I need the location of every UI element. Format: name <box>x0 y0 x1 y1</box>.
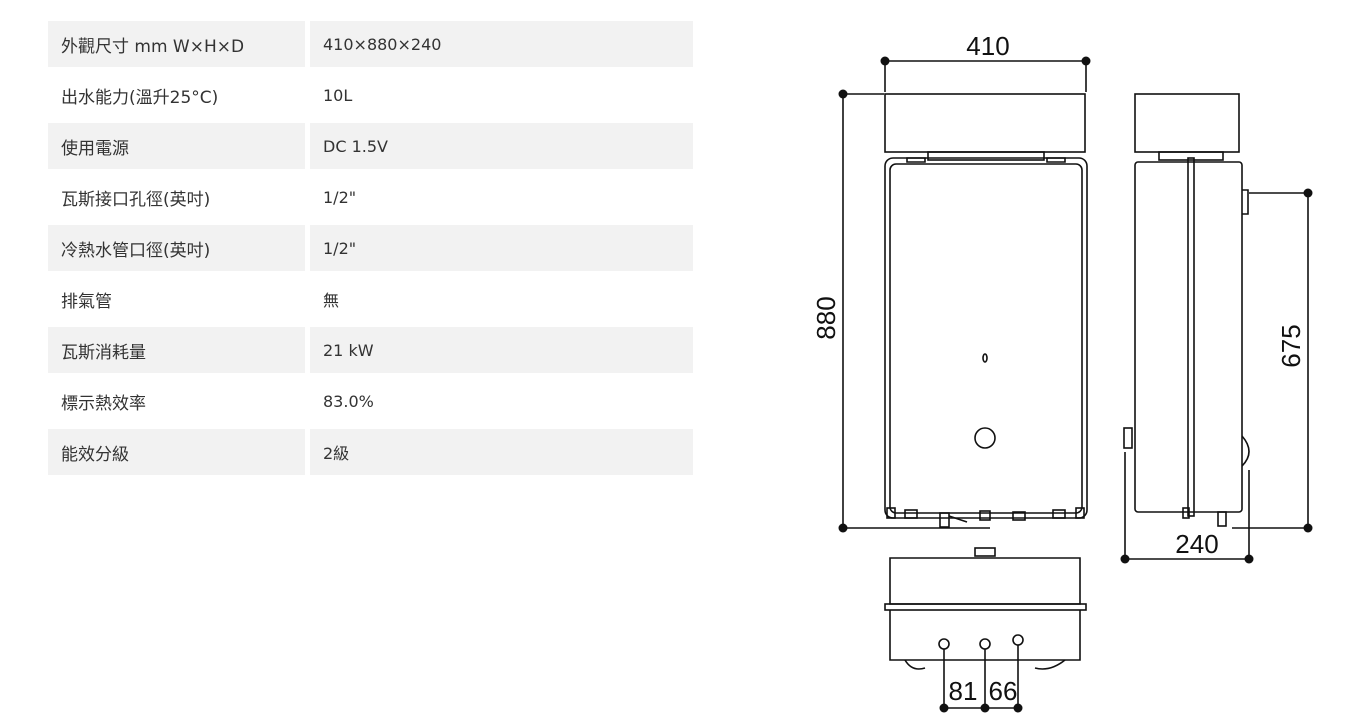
spec-value: 2級 <box>310 429 693 475</box>
spec-label: 能效分級 <box>48 429 305 475</box>
spec-row: 能效分級 2級 <box>48 429 693 475</box>
spec-value: 83.0% <box>323 391 374 411</box>
spec-label: 冷熱水管口徑(英吋) <box>48 225 305 271</box>
spec-row: 冷熱水管口徑(英吋) 1/2" <box>48 225 693 271</box>
depth-dimension-label: 240 <box>1175 529 1218 559</box>
spec-value: 10L <box>323 85 353 105</box>
spec-value: 1/2" <box>323 187 357 207</box>
spec-label: 瓦斯接口孔徑(英吋) <box>61 189 211 210</box>
spec-value: 21 kW <box>310 327 693 373</box>
spec-label: 外觀尺寸 mm W×H×D <box>48 21 305 67</box>
spec-row: 瓦斯消耗量 21 kW <box>48 327 693 373</box>
spec-label: 排氣管 <box>61 291 112 312</box>
spec-row: 排氣管 無 <box>48 276 693 322</box>
spec-value: 無 <box>323 291 340 310</box>
front-view <box>838 56 1091 533</box>
spec-label: 瓦斯消耗量 <box>48 327 305 373</box>
spec-table: 外觀尺寸 mm W×H×D 410×880×240 出水能力(溫升25°C) 1… <box>48 21 693 480</box>
spec-row: 使用電源 DC 1.5V <box>48 123 693 169</box>
height-dimension-label: 880 <box>811 296 841 339</box>
width-dimension-label: 410 <box>966 31 1009 61</box>
spec-row: 外觀尺寸 mm W×H×D 410×880×240 <box>48 21 693 67</box>
mount-height-dimension-label: 675 <box>1276 324 1306 367</box>
side-view <box>1120 93 1313 564</box>
spec-value: 1/2" <box>310 225 693 271</box>
bottom-view <box>884 547 1087 713</box>
spec-value: 410×880×240 <box>310 21 693 67</box>
spec-label: 出水能力(溫升25°C) <box>61 87 219 108</box>
spec-label: 標示熱效率 <box>61 393 146 414</box>
pipe-spacing-right-label: 66 <box>989 676 1018 706</box>
pipe-spacing-left-label: 81 <box>949 676 978 706</box>
spec-row: 出水能力(溫升25°C) 10L <box>48 72 693 118</box>
spec-label: 使用電源 <box>48 123 305 169</box>
spec-value: DC 1.5V <box>310 123 693 169</box>
spec-row: 瓦斯接口孔徑(英吋) 1/2" <box>48 174 693 220</box>
spec-row: 標示熱效率 83.0% <box>48 378 693 424</box>
